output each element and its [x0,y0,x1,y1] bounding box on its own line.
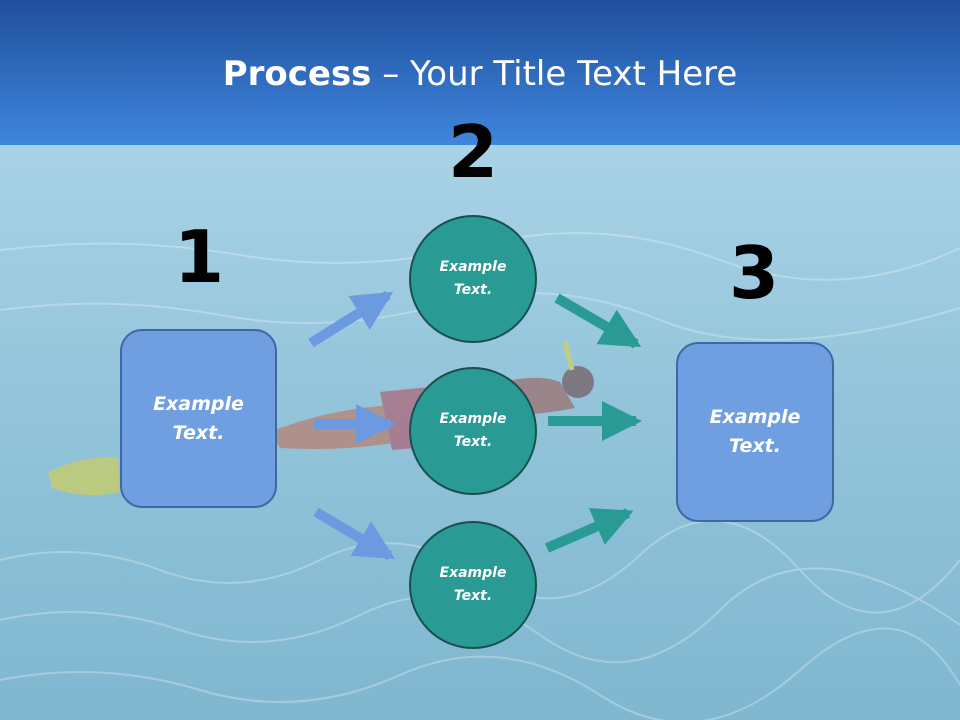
step-2-circle-top: Example Text. [409,215,537,343]
circle-bottom-text: Example Text. [439,565,507,604]
step-1-box: Example Text. [120,329,277,508]
arrow-box1-to-circle3 [313,507,396,561]
arrow-circle1-to-box3 [554,293,642,349]
step-number-1: 1 [173,215,225,299]
step-number-3: 3 [728,231,780,315]
title-rest: – Your Title Text Here [371,54,738,94]
step-2-circle-bottom: Example Text. [409,521,537,649]
step-3-text: Example Text. [709,406,801,457]
step-2-circle-middle: Example Text. [409,367,537,495]
arrow-circle3-to-box3 [545,508,634,553]
circle-middle-text: Example Text. [439,411,507,450]
title-bold: Process [222,54,372,94]
arrow-box1-to-circle1 [308,290,394,348]
step-number-2: 2 [447,110,499,194]
page-title: Process – Your Title Text Here [0,52,960,96]
step-1-text: Example Text. [153,392,244,444]
circle-top-text: Example Text. [439,259,507,298]
step-3-box: Example Text. [676,342,834,522]
